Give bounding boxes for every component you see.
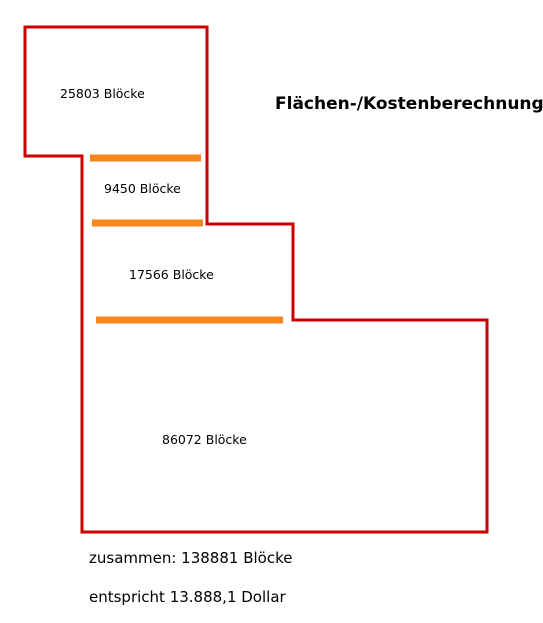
area-label-1: 25803 Blöcke [60, 86, 145, 101]
cost-text: entspricht 13.888,1 Dollar [89, 588, 286, 606]
area-label-3: 17566 Blöcke [129, 267, 214, 282]
total-blocks-text: zusammen: 138881 Blöcke [89, 549, 293, 567]
area-label-2: 9450 Blöcke [104, 181, 181, 196]
page-title: Flächen-/Kostenberechnung [275, 94, 543, 114]
area-label-4: 86072 Blöcke [162, 432, 247, 447]
plan-outline [23, 25, 489, 534]
